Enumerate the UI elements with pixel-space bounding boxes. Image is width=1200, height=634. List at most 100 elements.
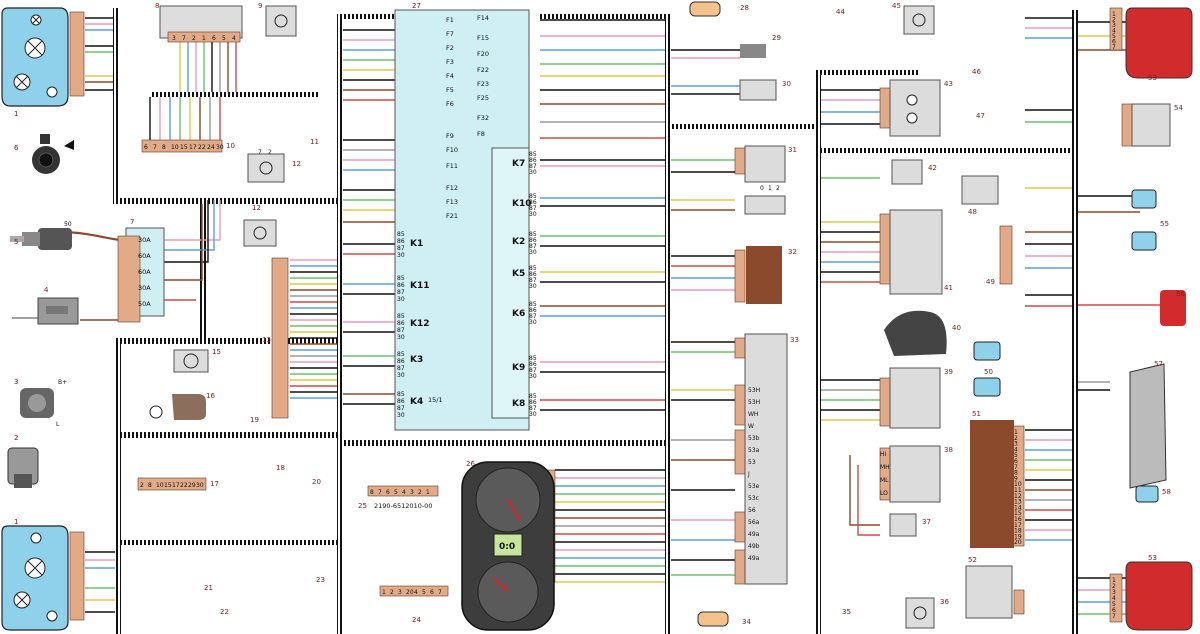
headlight-front-right	[1, 525, 69, 631]
c17-pin-2: 2	[140, 482, 144, 489]
starter-5	[10, 228, 72, 250]
component-number-4: 4	[44, 286, 49, 294]
c10-pin-6: 6	[144, 144, 148, 151]
fuse-F32: F32	[477, 114, 489, 122]
fuse-F11: F11	[446, 162, 458, 170]
c10-pin-30: 30	[216, 144, 224, 151]
h51-pin-1: 1	[1014, 429, 1018, 436]
component-number-19: 19	[250, 416, 259, 424]
component-number-38: 38	[944, 446, 953, 454]
fuse-rating-0: 30A	[138, 236, 151, 244]
relay-K10: K10	[512, 199, 532, 209]
motor-12-mid	[243, 219, 277, 247]
relay-pin-1-85: 85	[397, 275, 405, 282]
c25-pin-1: 1	[426, 489, 430, 496]
fuse-rating-3: 30A	[138, 284, 151, 292]
relay-54	[1131, 103, 1171, 147]
relay-pin-2-85: 85	[397, 313, 405, 320]
horn-6	[32, 134, 74, 174]
c17-pin-8: 8	[148, 482, 152, 489]
fuse-F8: F8	[477, 130, 485, 138]
fuse-F21: F21	[446, 212, 458, 220]
switch-52	[965, 565, 1013, 619]
fuse-F9: F9	[446, 132, 454, 140]
starter-terminal: 50	[64, 221, 72, 228]
c33-pin-0: 53H	[748, 387, 760, 394]
c24-pin-20-3: 20	[406, 589, 414, 596]
relay-right-pin-2-87: 87	[529, 243, 537, 250]
component-number-58: 58	[1162, 488, 1171, 496]
component-number-37: 37	[922, 518, 931, 526]
relay-right-pin-2-86: 86	[529, 237, 537, 244]
c17-pin-10: 10	[156, 482, 164, 489]
relay-right-pin-5-85: 85	[529, 355, 537, 362]
module-32	[746, 246, 782, 304]
fuse-F2: F2	[446, 44, 454, 52]
c24-pin-3-2: 3	[398, 589, 402, 596]
connector-blocks	[69, 7, 1133, 623]
relay-right-pin-3-85: 85	[529, 265, 537, 272]
component-number-16: 16	[206, 392, 215, 400]
ign-pin-3-0: 3	[172, 35, 176, 42]
c17-pin-15: 15	[164, 482, 172, 489]
cluster-display: 0:0	[499, 542, 515, 552]
c24-pin-5-5: 5	[422, 589, 426, 596]
c38-pin-ML: ML	[880, 477, 889, 484]
lamp-58	[1135, 485, 1159, 503]
c38-pin-LO: LO	[880, 490, 888, 497]
component-number-45: 45	[892, 2, 901, 10]
generator-3	[20, 388, 54, 418]
h51-pin-8: 8	[1014, 470, 1018, 477]
c10-pin-8: 8	[162, 144, 166, 151]
c33-pin-3: W	[748, 423, 754, 430]
c24-pin-7-7: 7	[438, 589, 442, 596]
c24-pin-6-6: 6	[430, 589, 434, 596]
c24-pin-4-4: 4	[414, 589, 418, 596]
relay-right-pin-6-87: 87	[529, 405, 537, 412]
component-number-27: 27	[412, 2, 421, 10]
relay-pin-0-85: 85	[397, 231, 405, 238]
c33-pin-2: WH	[748, 411, 758, 418]
relay-pin-4-86: 86	[397, 398, 405, 405]
ign-pin-6-4: 6	[212, 35, 216, 42]
relay-right-pin-0-30: 30	[529, 169, 537, 176]
c33-pin-8: 53e	[748, 483, 760, 490]
component-number-12-mid: 12	[252, 204, 261, 212]
relay-K5: K5	[512, 269, 525, 279]
fuse-F25: F25	[477, 94, 489, 102]
component-number-1-bottom: 1	[14, 518, 18, 526]
c33-pin-13: 49b	[748, 543, 760, 550]
fuse-F23: F23	[477, 80, 489, 88]
c53-bot-pin-1: 1	[1112, 577, 1116, 584]
lamps-55	[1131, 189, 1157, 251]
sensor-30	[739, 79, 777, 101]
relay-right-pin-0-86: 86	[529, 157, 537, 164]
fuse-F13: F13	[446, 198, 458, 206]
component-number-53: 53	[1148, 554, 1157, 562]
relay-K4: K4	[410, 397, 423, 407]
ign-pin-2-2: 2	[192, 35, 196, 42]
c33-pin-10: 56	[748, 507, 756, 514]
component-number-26: 26	[466, 460, 475, 468]
motor-36	[905, 597, 935, 629]
relay-pin-2-87: 87	[397, 327, 405, 334]
relay-pin-4-87: 87	[397, 405, 405, 412]
fuse-relay-box-27	[394, 9, 530, 431]
h51-pin-15: 15	[1014, 510, 1022, 517]
c33-pin-9: 53c	[748, 495, 759, 502]
fuse-rating-1: 60A	[138, 252, 151, 260]
component-number-46: 46	[972, 68, 981, 76]
h51-pin-17: 17	[1014, 522, 1022, 529]
relay-39	[889, 367, 941, 429]
component-number-52: 52	[968, 556, 977, 564]
lamp-40	[884, 310, 947, 356]
component-number-44: 44	[836, 8, 845, 16]
ign-pin-7-1: 7	[182, 35, 186, 42]
sensor-29	[740, 44, 766, 58]
ign-pin-5-5: 5	[222, 35, 226, 42]
ign-pin-4-6: 4	[232, 35, 236, 42]
sw31-pos-1: 1	[768, 185, 772, 192]
c10-pin-24: 24	[207, 144, 215, 151]
relay-right-pin-3-30: 30	[529, 283, 537, 290]
c10-pin-7: 7	[153, 144, 157, 151]
